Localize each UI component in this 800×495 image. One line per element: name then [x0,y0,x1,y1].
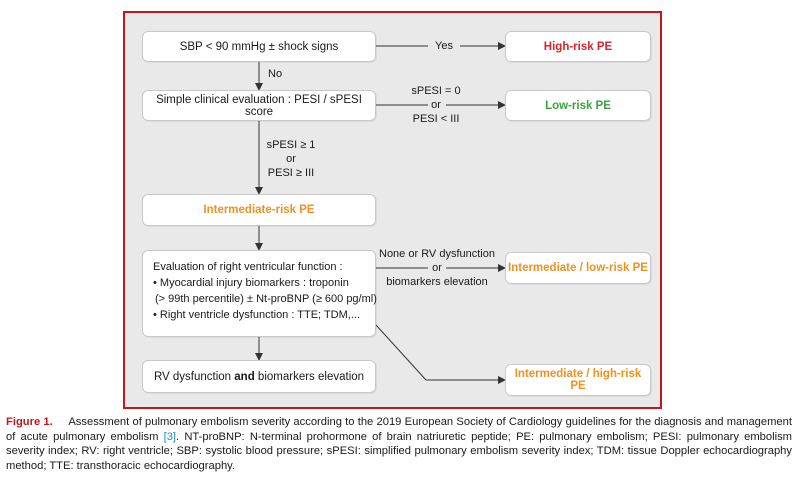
label-none-rv-or: or [432,262,442,274]
intermediate-low-risk-text: Intermediate / low-risk PE [508,262,648,274]
label-none-rv-line2: biomarkers elevation [386,276,488,288]
label-none-rv: None or RV dysfunction or biomarkers ele… [378,247,496,289]
label-spesi-ge1-line1: sPESI ≥ 1 [266,139,316,151]
intermediate-risk-box: Intermediate-risk PE [142,194,376,226]
arrow-int-high [375,324,427,381]
caption-label: Figure 1. [6,416,53,428]
label-yes: Yes [435,40,453,52]
rv-dysfunction-part2: biomarkers elevation [254,370,365,383]
sbp-text: SBP < 90 mmHg ± shock signs [179,40,339,53]
label-spesi-ge1-or: or [286,153,296,165]
intermediate-high-risk-text: Intermediate / high-risk PE [514,368,642,392]
label-spesi-ge1-line2: PESI ≥ III [267,167,315,179]
rv-evaluation-line1: • Myocardial injury biomarkers : troponi… [153,277,349,289]
rv-evaluation-line3: • Right ventricle dysfunction : TTE; TDM… [153,309,361,321]
low-risk-text: Low-risk PE [545,99,611,112]
caption-text-part2: . NT-proBNP: N-terminal prohormone of br… [6,430,793,472]
label-spesi-zero-line1: sPESI = 0 [411,85,461,97]
label-no: No [268,68,283,80]
simple-evaluation-box: Simple clinical evaluation : PESI / sPES… [142,90,376,121]
caption-ref-link[interactable]: [3] [163,430,177,443]
label-spesi-zero-or: or [431,99,441,111]
high-risk-text: High-risk PE [543,40,613,53]
rv-dysfunction-and: and [234,370,255,383]
label-spesi-zero: sPESI = 0 or PESI < III [404,84,468,126]
intermediate-risk-text: Intermediate-risk PE [203,204,315,216]
figure-caption: Figure 1. Assessment of pulmonary emboli… [6,415,792,473]
rv-evaluation-line2: (> 99th percentile) ± Nt-proBNP (≥ 600 p… [155,293,377,305]
rv-dysfunction-part1: RV dysfunction [153,370,235,383]
label-spesi-zero-line2: PESI < III [412,113,460,125]
rv-evaluation-title: Evaluation of right ventricular function… [153,261,343,273]
simple-evaluation-text: Simple clinical evaluation : PESI / sPES… [156,93,362,118]
low-risk-box: Low-risk PE [505,90,651,121]
label-spesi-ge1: sPESI ≥ 1 or PESI ≥ III [258,138,324,180]
rv-evaluation-box: Evaluation of right ventricular function… [142,250,377,337]
rv-dysfunction-text: RV dysfunction and biomarkers elevation [154,371,364,383]
sbp-box: SBP < 90 mmHg ± shock signs [142,31,376,62]
intermediate-low-risk-box: Intermediate / low-risk PE [505,252,651,284]
intermediate-high-risk-box: Intermediate / high-risk PE [505,364,651,396]
label-none-rv-line1: None or RV dysfunction [379,248,495,260]
rv-dysfunction-box: RV dysfunction and biomarkers elevation [142,360,376,393]
high-risk-box: High-risk PE [505,31,651,62]
caption-text-part1: Assessment of pulmonary embolism severit… [6,416,792,443]
